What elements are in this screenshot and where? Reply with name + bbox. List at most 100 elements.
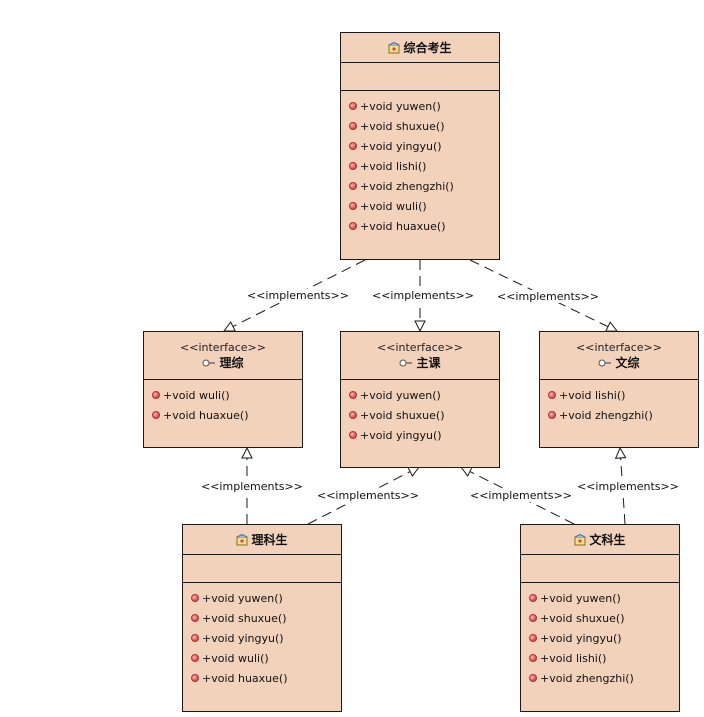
- interface-name: 主课: [416, 355, 441, 370]
- class-header: 文科生: [521, 525, 679, 555]
- class-box-zonghe[interactable]: 综合考生 +void yuwen() +void shuxue() +void …: [340, 32, 500, 260]
- operation[interactable]: +void shuxue(): [521, 608, 679, 628]
- operations-section: +void yuwen() +void shuxue() +void yingy…: [521, 583, 679, 688]
- realization-line-likesheng-zhuke: [307, 467, 419, 525]
- realization-line-wenkesheng-zhuke: [461, 467, 575, 525]
- operation[interactable]: +void huaxue(): [183, 668, 341, 688]
- operation-label: +void shuxue(): [360, 119, 445, 133]
- interface-icon: [598, 359, 612, 366]
- operations-section: +void yuwen() +void shuxue() +void yingy…: [183, 583, 341, 688]
- relation-label: <<implements>>: [247, 289, 349, 302]
- operation-dot-icon: [191, 614, 199, 622]
- class-box-likesheng[interactable]: 理科生 +void yuwen() +void shuxue() +void y…: [182, 524, 342, 712]
- relation-label: <<implements>>: [372, 289, 474, 302]
- operations-section: +void lishi() +void zhengzhi(): [540, 380, 698, 425]
- attributes-section: [183, 555, 341, 583]
- operation[interactable]: +void lishi(): [521, 648, 679, 668]
- class-header: 理科生: [183, 525, 341, 555]
- operation-label: +void wuli(): [360, 199, 427, 213]
- operation[interactable]: +void zhengzhi(): [341, 176, 499, 196]
- operation[interactable]: +void huaxue(): [341, 216, 499, 236]
- operation-dot-icon: [349, 431, 357, 439]
- interface-title: 理综: [202, 355, 244, 371]
- operation-dot-icon: [349, 182, 357, 190]
- operation-dot-icon: [529, 674, 537, 682]
- operation-dot-icon: [548, 411, 556, 419]
- operation[interactable]: +void lishi(): [540, 385, 698, 405]
- operation-dot-icon: [349, 222, 357, 230]
- operation[interactable]: +void shuxue(): [183, 608, 341, 628]
- operation-label: +void shuxue(): [540, 611, 625, 625]
- relation-label: <<implements>>: [577, 480, 679, 493]
- operation[interactable]: +void zhengzhi(): [521, 668, 679, 688]
- stereotype-label: <<interface>>: [180, 340, 266, 354]
- operation-dot-icon: [152, 411, 160, 419]
- operation-label: +void yingyu(): [360, 428, 442, 442]
- stereotype-label: <<interface>>: [576, 340, 662, 354]
- operation-dot-icon: [349, 202, 357, 210]
- attributes-section: [341, 63, 499, 91]
- relation-label: <<implements>>: [497, 290, 599, 303]
- attributes-section: [521, 555, 679, 583]
- operation-dot-icon: [529, 594, 537, 602]
- realization-line-zonghe-like: [224, 259, 366, 331]
- class-icon: [388, 41, 400, 53]
- relation-label: <<implements>>: [317, 489, 419, 502]
- operation-label: +void yingyu(): [202, 631, 284, 645]
- operation[interactable]: +void yuwen(): [521, 588, 679, 608]
- stereotype-label: <<interface>>: [377, 340, 463, 354]
- operation[interactable]: +void yingyu(): [521, 628, 679, 648]
- operations-section: +void yuwen() +void shuxue() +void yingy…: [341, 91, 499, 236]
- class-box-wenkesheng[interactable]: 文科生 +void yuwen() +void shuxue() +void y…: [520, 524, 680, 712]
- operation[interactable]: +void wuli(): [341, 196, 499, 216]
- operation[interactable]: +void yuwen(): [341, 385, 499, 405]
- operation-dot-icon: [349, 102, 357, 110]
- operation-label: +void wuli(): [163, 388, 230, 402]
- operation-dot-icon: [349, 162, 357, 170]
- operation-label: +void shuxue(): [202, 611, 287, 625]
- operation[interactable]: +void zhengzhi(): [540, 405, 698, 425]
- operation[interactable]: +void shuxue(): [341, 405, 499, 425]
- class-icon: [236, 533, 248, 545]
- operation[interactable]: +void shuxue(): [341, 116, 499, 136]
- operation-label: +void zhengzhi(): [360, 179, 454, 193]
- operation[interactable]: +void yuwen(): [341, 96, 499, 116]
- operation-label: +void yuwen(): [540, 591, 621, 605]
- operation-label: +void wuli(): [202, 651, 269, 665]
- operation-dot-icon: [191, 634, 199, 642]
- operation-label: +void lishi(): [540, 651, 607, 665]
- operation-label: +void zhengzhi(): [540, 671, 634, 685]
- operation[interactable]: +void wuli(): [183, 648, 341, 668]
- operation-label: +void huaxue(): [202, 671, 288, 685]
- class-title: 综合考生: [388, 40, 452, 56]
- operation[interactable]: +void yuwen(): [183, 588, 341, 608]
- operation-dot-icon: [529, 634, 537, 642]
- operation[interactable]: +void yingyu(): [183, 628, 341, 648]
- interface-box-like[interactable]: <<interface>> 理综 +void wuli() +void huax…: [143, 331, 303, 448]
- relation-label: <<implements>>: [470, 489, 572, 502]
- operation[interactable]: +void yingyu(): [341, 425, 499, 445]
- operation[interactable]: +void yingyu(): [341, 136, 499, 156]
- class-header: 综合考生: [341, 33, 499, 63]
- operation-label: +void yingyu(): [360, 139, 442, 153]
- operation[interactable]: +void huaxue(): [144, 405, 302, 425]
- operations-section: +void wuli() +void huaxue(): [144, 380, 302, 425]
- operation[interactable]: +void wuli(): [144, 385, 302, 405]
- operation-dot-icon: [349, 411, 357, 419]
- interface-name: 理综: [219, 355, 244, 370]
- operation-label: +void yuwen(): [360, 388, 441, 402]
- class-icon: [574, 533, 586, 545]
- interface-icon: [202, 359, 216, 366]
- operation-label: +void yuwen(): [202, 591, 283, 605]
- operation-label: +void shuxue(): [360, 408, 445, 422]
- operation-label: +void lishi(): [559, 388, 626, 402]
- interface-title: 主课: [399, 355, 441, 371]
- operation[interactable]: +void lishi(): [341, 156, 499, 176]
- class-name: 理科生: [251, 532, 288, 547]
- operation-dot-icon: [529, 654, 537, 662]
- interface-box-wenzong[interactable]: <<interface>> 文综 +void lishi() +void zhe…: [539, 331, 699, 448]
- relation-label: <<implements>>: [201, 480, 303, 493]
- operation-label: +void huaxue(): [360, 219, 446, 233]
- interface-box-zhuke[interactable]: <<interface>> 主课 +void yuwen() +void shu…: [340, 331, 500, 468]
- operation-dot-icon: [349, 122, 357, 130]
